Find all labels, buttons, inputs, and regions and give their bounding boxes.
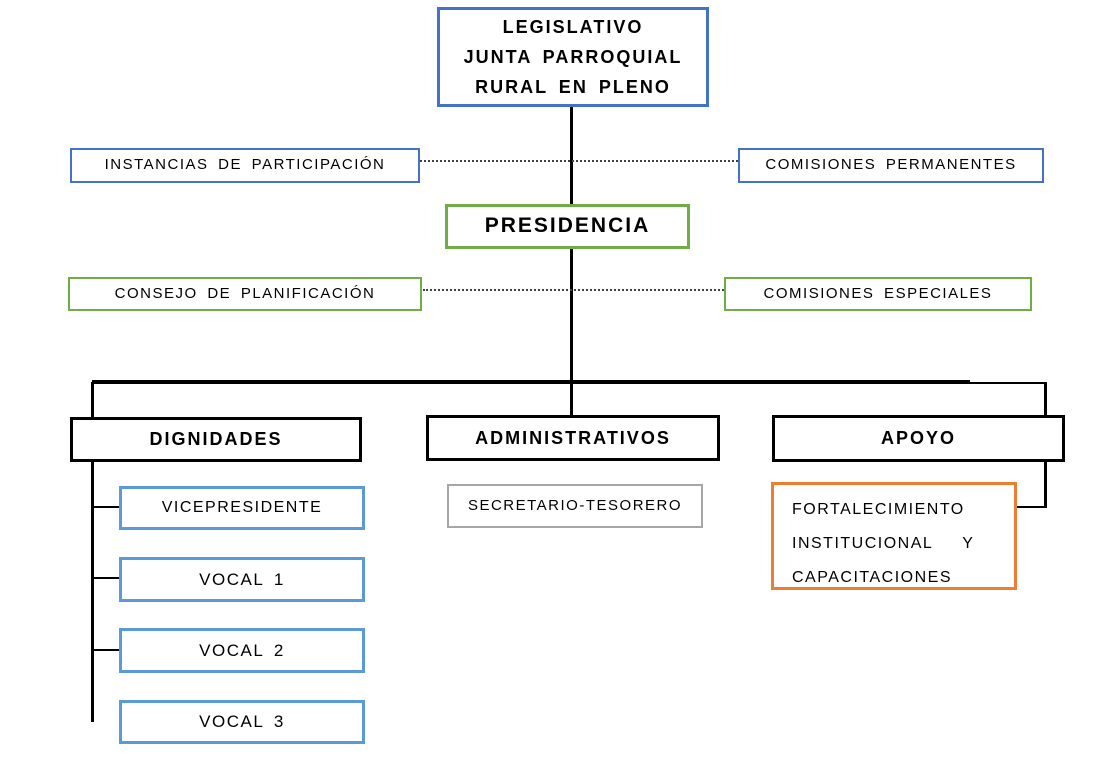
connector-rail-extension bbox=[966, 382, 1047, 384]
node-comisiones-permanentes: COMISIONES PERMANENTES bbox=[738, 148, 1044, 183]
node-consejo-de-planificacion: CONSEJO DE PLANIFICACIÓN bbox=[68, 277, 422, 311]
connector-presidencia-rail bbox=[570, 248, 573, 384]
node-label-line: JUNTA PARROQUIAL bbox=[463, 47, 683, 67]
dotted-connector-instancias-permanentes bbox=[420, 160, 738, 162]
connector-rail-administrativos bbox=[570, 384, 573, 416]
node-presidencia: PRESIDENCIA bbox=[445, 204, 690, 249]
node-label-line: INSTITUCIONAL Y bbox=[792, 535, 975, 552]
connector-stub-vocal2 bbox=[93, 649, 120, 651]
connector-rail-apoyo bbox=[1044, 384, 1047, 416]
node-label-line: LEGISLATIVO bbox=[502, 17, 644, 37]
node-comisiones-especiales: COMISIONES ESPECIALES bbox=[724, 277, 1032, 311]
node-label-multiline: LEGISLATIVO JUNTA PARROQUIAL RURAL EN PL… bbox=[464, 12, 683, 102]
node-label-line: RURAL EN PLENO bbox=[475, 77, 671, 97]
connector-legislativo-presidencia bbox=[570, 106, 573, 205]
node-vocal-3: VOCAL 3 bbox=[119, 700, 365, 744]
node-legislativo-junta-parroquial: LEGISLATIVO JUNTA PARROQUIAL RURAL EN PL… bbox=[437, 7, 709, 107]
node-label-multiline: FORTALECIMIENTO INSTITUCIONAL Y CAPACITA… bbox=[792, 493, 974, 595]
node-secretario-tesorero: SECRETARIO-TESORERO bbox=[447, 484, 703, 528]
node-vocal-2: VOCAL 2 bbox=[119, 628, 365, 673]
node-label-line: FORTALECIMIENTO bbox=[792, 501, 965, 518]
connector-rail bbox=[92, 380, 970, 384]
node-vocal-1: VOCAL 1 bbox=[119, 557, 365, 602]
dotted-connector-consejo-especiales bbox=[423, 289, 724, 291]
node-instancias-de-participacion: INSTANCIAS DE PARTICIPACIÓN bbox=[70, 148, 420, 183]
connector-stub-vocal1 bbox=[93, 577, 120, 579]
connector-stub-vicepresidente bbox=[93, 506, 120, 508]
node-apoyo: APOYO bbox=[772, 415, 1065, 462]
node-dignidades: DIGNIDADES bbox=[70, 417, 362, 462]
node-label-line: CAPACITACIONES bbox=[792, 569, 952, 586]
connector-stub-fortalecimiento bbox=[1016, 506, 1047, 508]
node-vicepresidente: VICEPRESIDENTE bbox=[119, 486, 365, 530]
connector-apoyo-fortalecimiento bbox=[1044, 460, 1047, 508]
connector-dignidades-branch bbox=[91, 382, 94, 722]
node-fortalecimiento-institucional: FORTALECIMIENTO INSTITUCIONAL Y CAPACITA… bbox=[771, 482, 1017, 590]
node-administrativos: ADMINISTRATIVOS bbox=[426, 415, 720, 461]
